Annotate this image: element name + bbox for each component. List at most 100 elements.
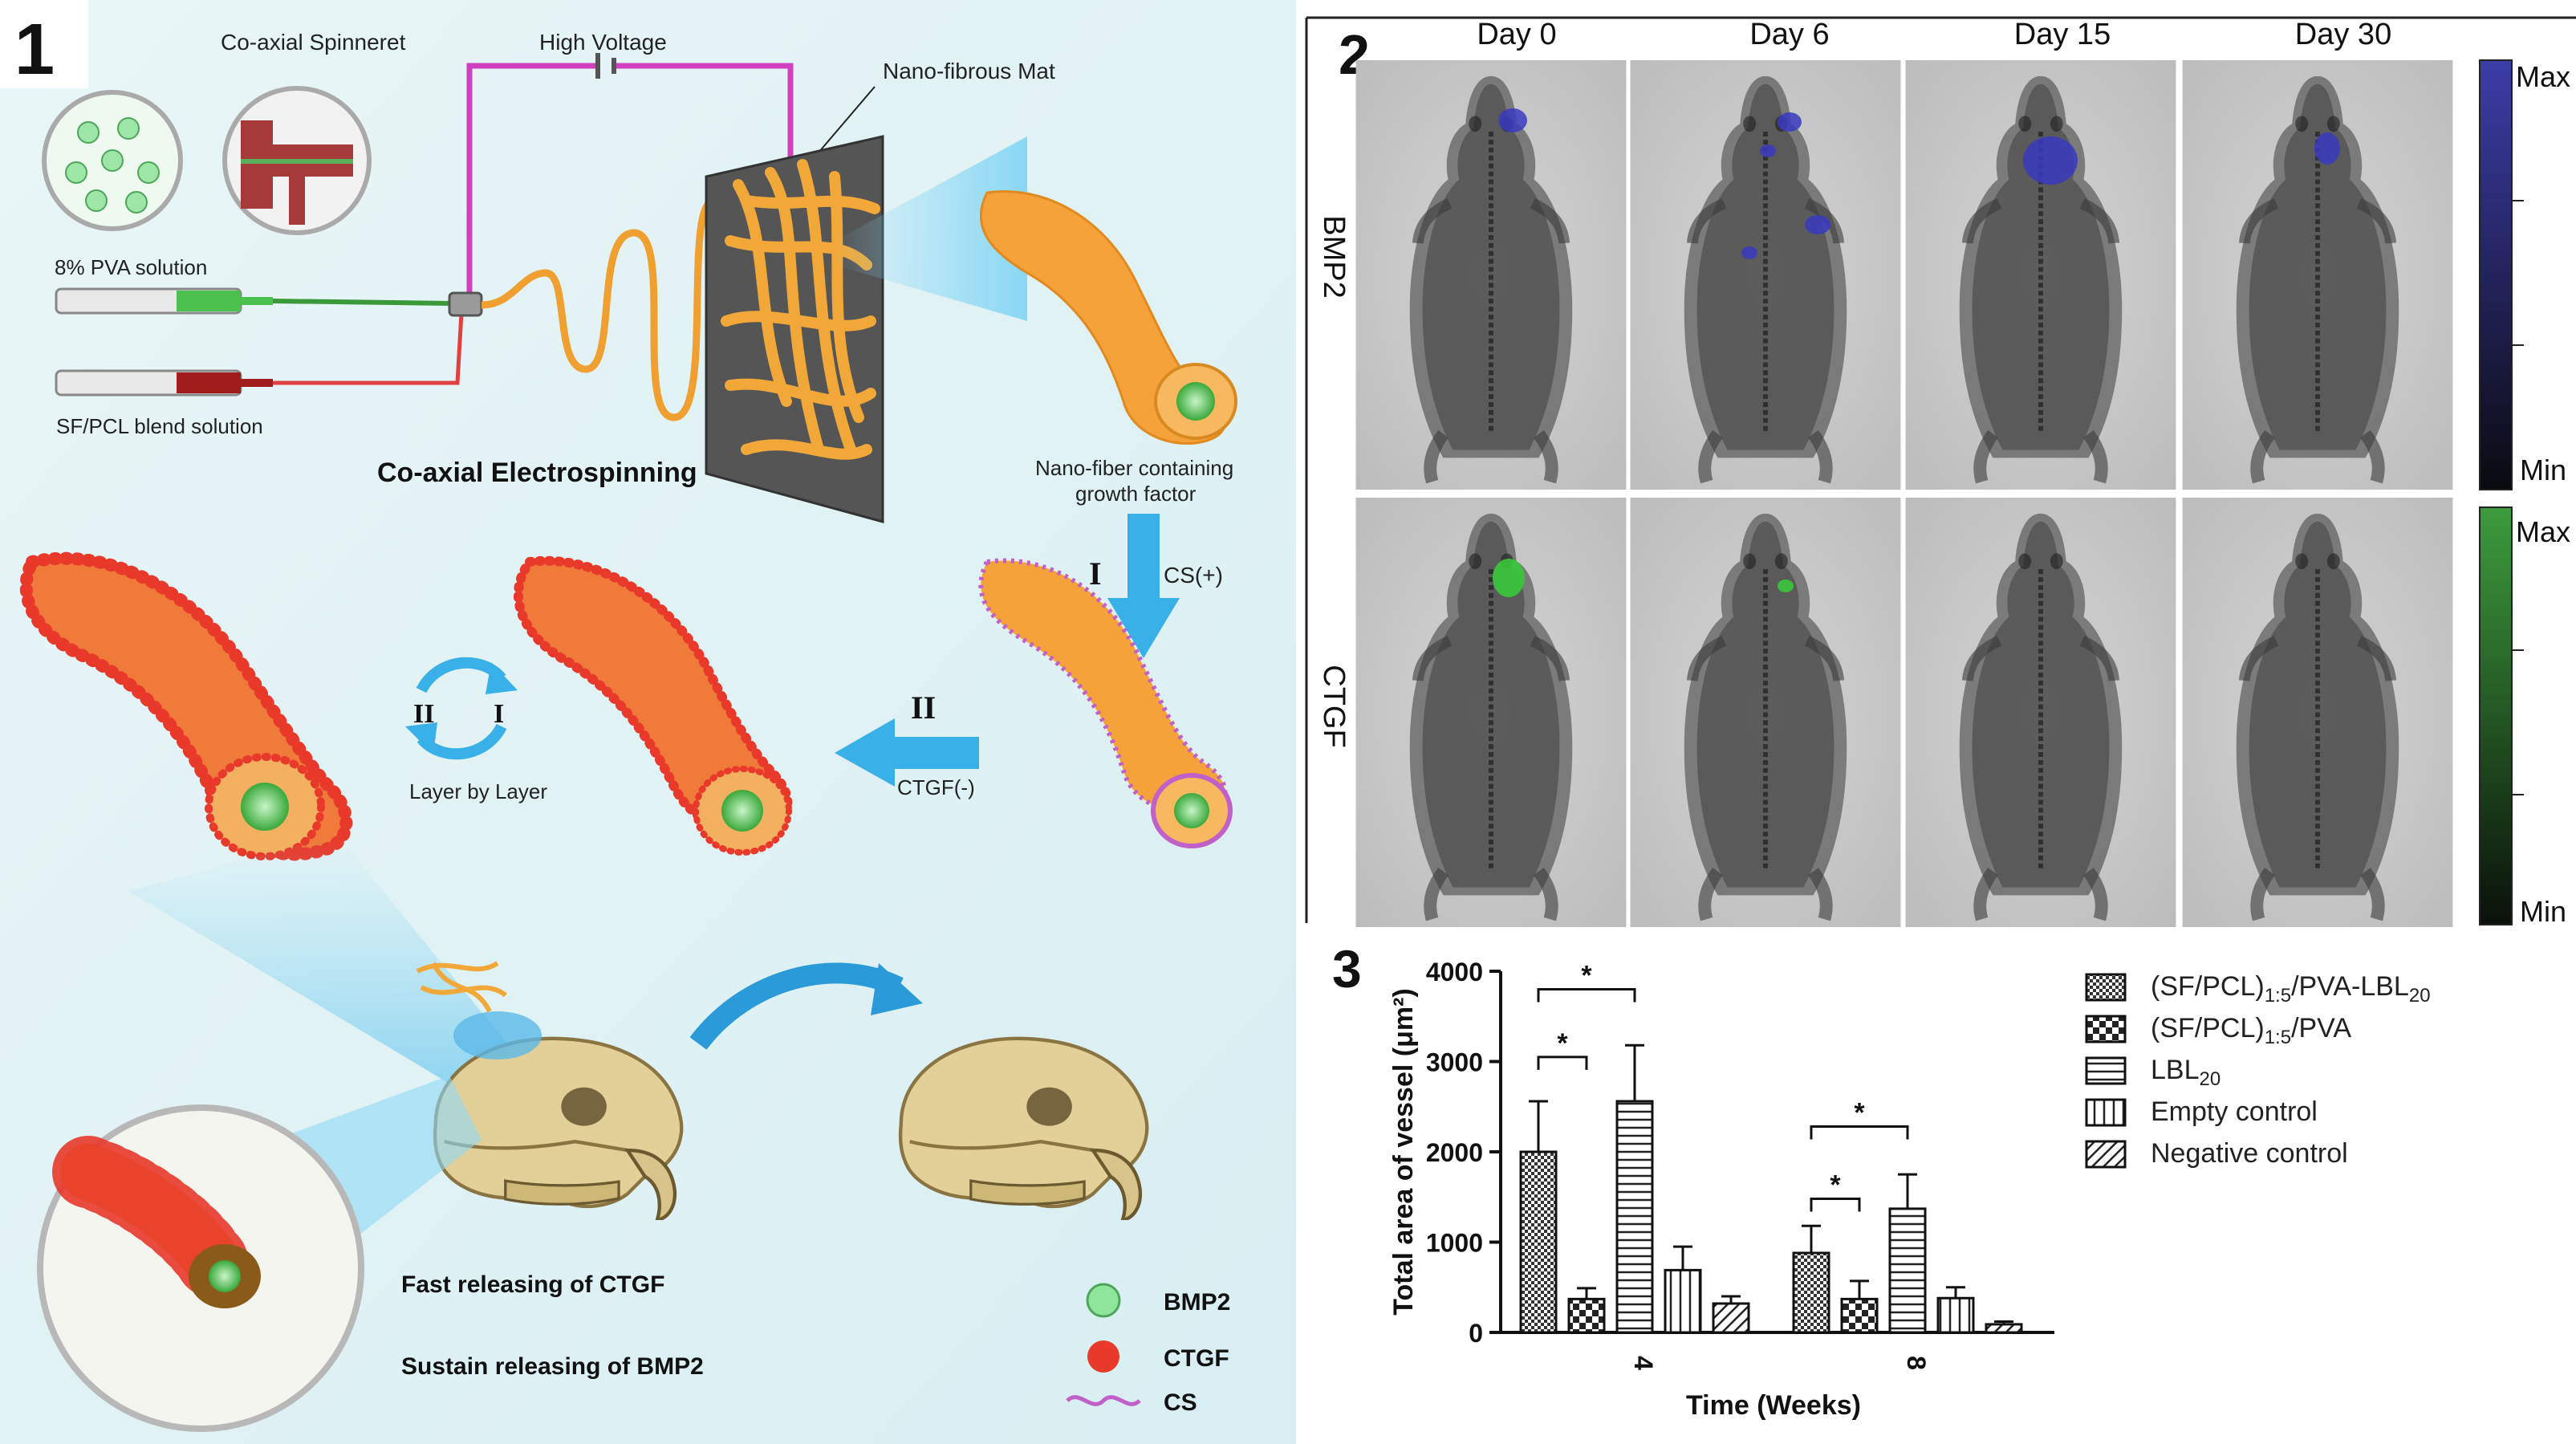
step-2-arrow: II CTGF(-) bbox=[835, 689, 979, 799]
step-2-numeral: II bbox=[911, 689, 936, 726]
legend-label-4: Negative control bbox=[2151, 1138, 2348, 1169]
release-magnified-circle bbox=[37, 1076, 481, 1432]
mouse-image-ctgf-day15 bbox=[1906, 498, 2176, 927]
bar-4-1 bbox=[1985, 1323, 2023, 1334]
y-tick-label: 0 bbox=[1469, 1319, 1483, 1348]
bar-3-1 bbox=[1936, 1296, 1975, 1334]
healing-arrow bbox=[689, 962, 904, 1050]
bmp2-color-scale: Max Min bbox=[2479, 59, 2570, 490]
mouse-image-ctgf-day0 bbox=[1356, 498, 1627, 927]
mouse-image-bmp2-day30 bbox=[2183, 60, 2453, 490]
day-label-1: Day 6 bbox=[1749, 18, 1829, 51]
legend-swatch-3 bbox=[2085, 1098, 2127, 1127]
step-2-label: CTGF(-) bbox=[897, 775, 975, 799]
bmp2-legend-icon bbox=[1086, 1283, 1121, 1318]
chart-y-axis-label: Total area of vessel (μm²) bbox=[1388, 988, 1419, 1316]
y-tick-label: 2000 bbox=[1426, 1138, 1483, 1167]
voltage-label: High Voltage bbox=[539, 30, 667, 55]
mouse-image-ctgf-day6 bbox=[1631, 498, 1901, 927]
ctgf-coated-fiber bbox=[513, 555, 793, 856]
bar-3-0 bbox=[1664, 1268, 1702, 1334]
implant-beam bbox=[128, 835, 514, 1084]
fast-release-label: Fast releasing of CTGF bbox=[401, 1271, 664, 1298]
ctgf-color-scale: Max Min bbox=[2479, 506, 2570, 928]
sig-bracket-week8-inner-star: * bbox=[1830, 1170, 1841, 1201]
bar-0-1 bbox=[1792, 1251, 1830, 1334]
cycle-step-1: I bbox=[494, 699, 504, 729]
legend-label-2: LBL20 bbox=[2151, 1055, 2220, 1090]
sustain-release-label: Sustain releasing of BMP2 bbox=[401, 1353, 704, 1380]
process-label: Co-axial Electrospinning bbox=[377, 458, 697, 488]
step-1-arrow: I CS(+) bbox=[1089, 514, 1223, 658]
legend-label-0: (SF/PCL)1:5/PVA-LBL20 bbox=[2151, 971, 2431, 1007]
ctgf-scale-max: Max bbox=[2516, 515, 2570, 548]
sig-bracket-week4-inner bbox=[1537, 1056, 1588, 1070]
mouse-image-bmp2-day15 bbox=[1906, 60, 2176, 490]
layer-by-layer-cycle: II I Layer by Layer bbox=[405, 657, 547, 803]
fiber-label-line2: growth factor bbox=[1075, 482, 1197, 506]
high-voltage-circuit: High Voltage bbox=[466, 30, 794, 301]
fiber-label-line1: Nano-fiber containing bbox=[1035, 456, 1233, 480]
electrospinning-jet bbox=[481, 197, 716, 421]
ctgf-signal bbox=[1493, 559, 1794, 597]
sig-bracket-week4-outer bbox=[1537, 988, 1636, 1003]
nanofibrous-mat: Nano-fibrous Mat bbox=[705, 59, 1055, 523]
layer-by-layer-label: Layer by Layer bbox=[409, 779, 547, 803]
healing-arrow-head bbox=[871, 963, 923, 1015]
step-1-label: CS(+) bbox=[1164, 563, 1223, 588]
bar-2-1 bbox=[1888, 1207, 1927, 1334]
mouse-image-ctgf-day30 bbox=[2183, 498, 2453, 927]
sig-bracket-week8-outer bbox=[1810, 1125, 1909, 1140]
y-tick-label: 4000 bbox=[1426, 958, 1483, 986]
y-tick-label: 1000 bbox=[1426, 1229, 1483, 1258]
nanofiber-with-core: Nano-fiber containing growth factor bbox=[979, 190, 1237, 506]
mouse-image-bmp2-day0 bbox=[1356, 60, 1627, 490]
day-label-0: Day 0 bbox=[1477, 18, 1556, 51]
spray-beam bbox=[835, 136, 1027, 321]
bmp2-scale-min: Min bbox=[2520, 454, 2566, 486]
bmp2-signal bbox=[1498, 108, 2340, 259]
chart-x-axis-label: Time (Weeks) bbox=[1686, 1390, 1861, 1421]
spinneret-magnified-circle: Co-axial Spinneret bbox=[221, 30, 406, 235]
legend-cs-label: CS bbox=[1164, 1389, 1197, 1416]
legend-ctgf-label: CTGF bbox=[1164, 1345, 1229, 1372]
pva-magnified-circle bbox=[42, 90, 183, 231]
spinneret-label: Co-axial Spinneret bbox=[221, 30, 406, 55]
sig-bracket-week8-outer-star: * bbox=[1854, 1098, 1865, 1129]
bar-2-0 bbox=[1615, 1100, 1654, 1334]
cycle-step-2: II bbox=[413, 699, 434, 729]
sig-bracket-week4-outer-star: * bbox=[1581, 961, 1592, 991]
step-1-numeral: I bbox=[1089, 555, 1102, 592]
bmp2-scale-max: Max bbox=[2516, 60, 2570, 93]
legend-label-1: (SF/PCL)1:5/PVA bbox=[2151, 1013, 2351, 1048]
sig-bracket-week4-inner-star: * bbox=[1557, 1028, 1568, 1059]
panel-3-number: 3 bbox=[1332, 939, 1362, 999]
coaxial-needle bbox=[448, 291, 483, 317]
sig-bracket-week8-inner bbox=[1810, 1198, 1861, 1212]
panel-1-schematic: 1 Co-axial Spinneret High Voltage bbox=[0, 0, 1296, 1444]
panel-2-imaging: 2 Day 0 Day 6 Day 15 Day 30 BMP2 CTGF bbox=[1305, 16, 2576, 928]
chart-legend: (SF/PCL)1:5/PVA-LBL20 (SF/PCL)1:5/PVA LBL2… bbox=[2085, 971, 2431, 1169]
cs-coated-fiber bbox=[978, 558, 1233, 848]
x-tick-label: 8 bbox=[1902, 1356, 1931, 1370]
y-tick-label: 3000 bbox=[1426, 1048, 1483, 1077]
cs-legend-icon bbox=[1066, 1395, 1141, 1406]
legend-label-3: Empty control bbox=[2151, 1096, 2318, 1127]
ctgf-scale-min: Min bbox=[2520, 895, 2566, 928]
bar-1-0 bbox=[1567, 1297, 1606, 1334]
legend-swatch-2 bbox=[2085, 1056, 2127, 1085]
row-label-bmp2: BMP2 bbox=[1317, 215, 1351, 298]
day-label-3: Day 30 bbox=[2295, 18, 2391, 51]
legend-swatch-0 bbox=[2085, 973, 2127, 1002]
ctgf-legend-icon bbox=[1087, 1340, 1119, 1373]
mat-label: Nano-fibrous Mat bbox=[883, 59, 1055, 83]
schematic-legend: BMP2 CTGF CS bbox=[1066, 1283, 1230, 1416]
bar-4-0 bbox=[1712, 1302, 1750, 1334]
pva-syringe: 8% PVA solution bbox=[55, 255, 450, 315]
bar-1-1 bbox=[1840, 1297, 1879, 1334]
panel-3-chart: 3 Total area of vessel (μm²) Time (Weeks… bbox=[1332, 939, 2431, 1421]
bar-0-0 bbox=[1519, 1150, 1558, 1334]
panel-1-number: 1 bbox=[14, 10, 55, 90]
